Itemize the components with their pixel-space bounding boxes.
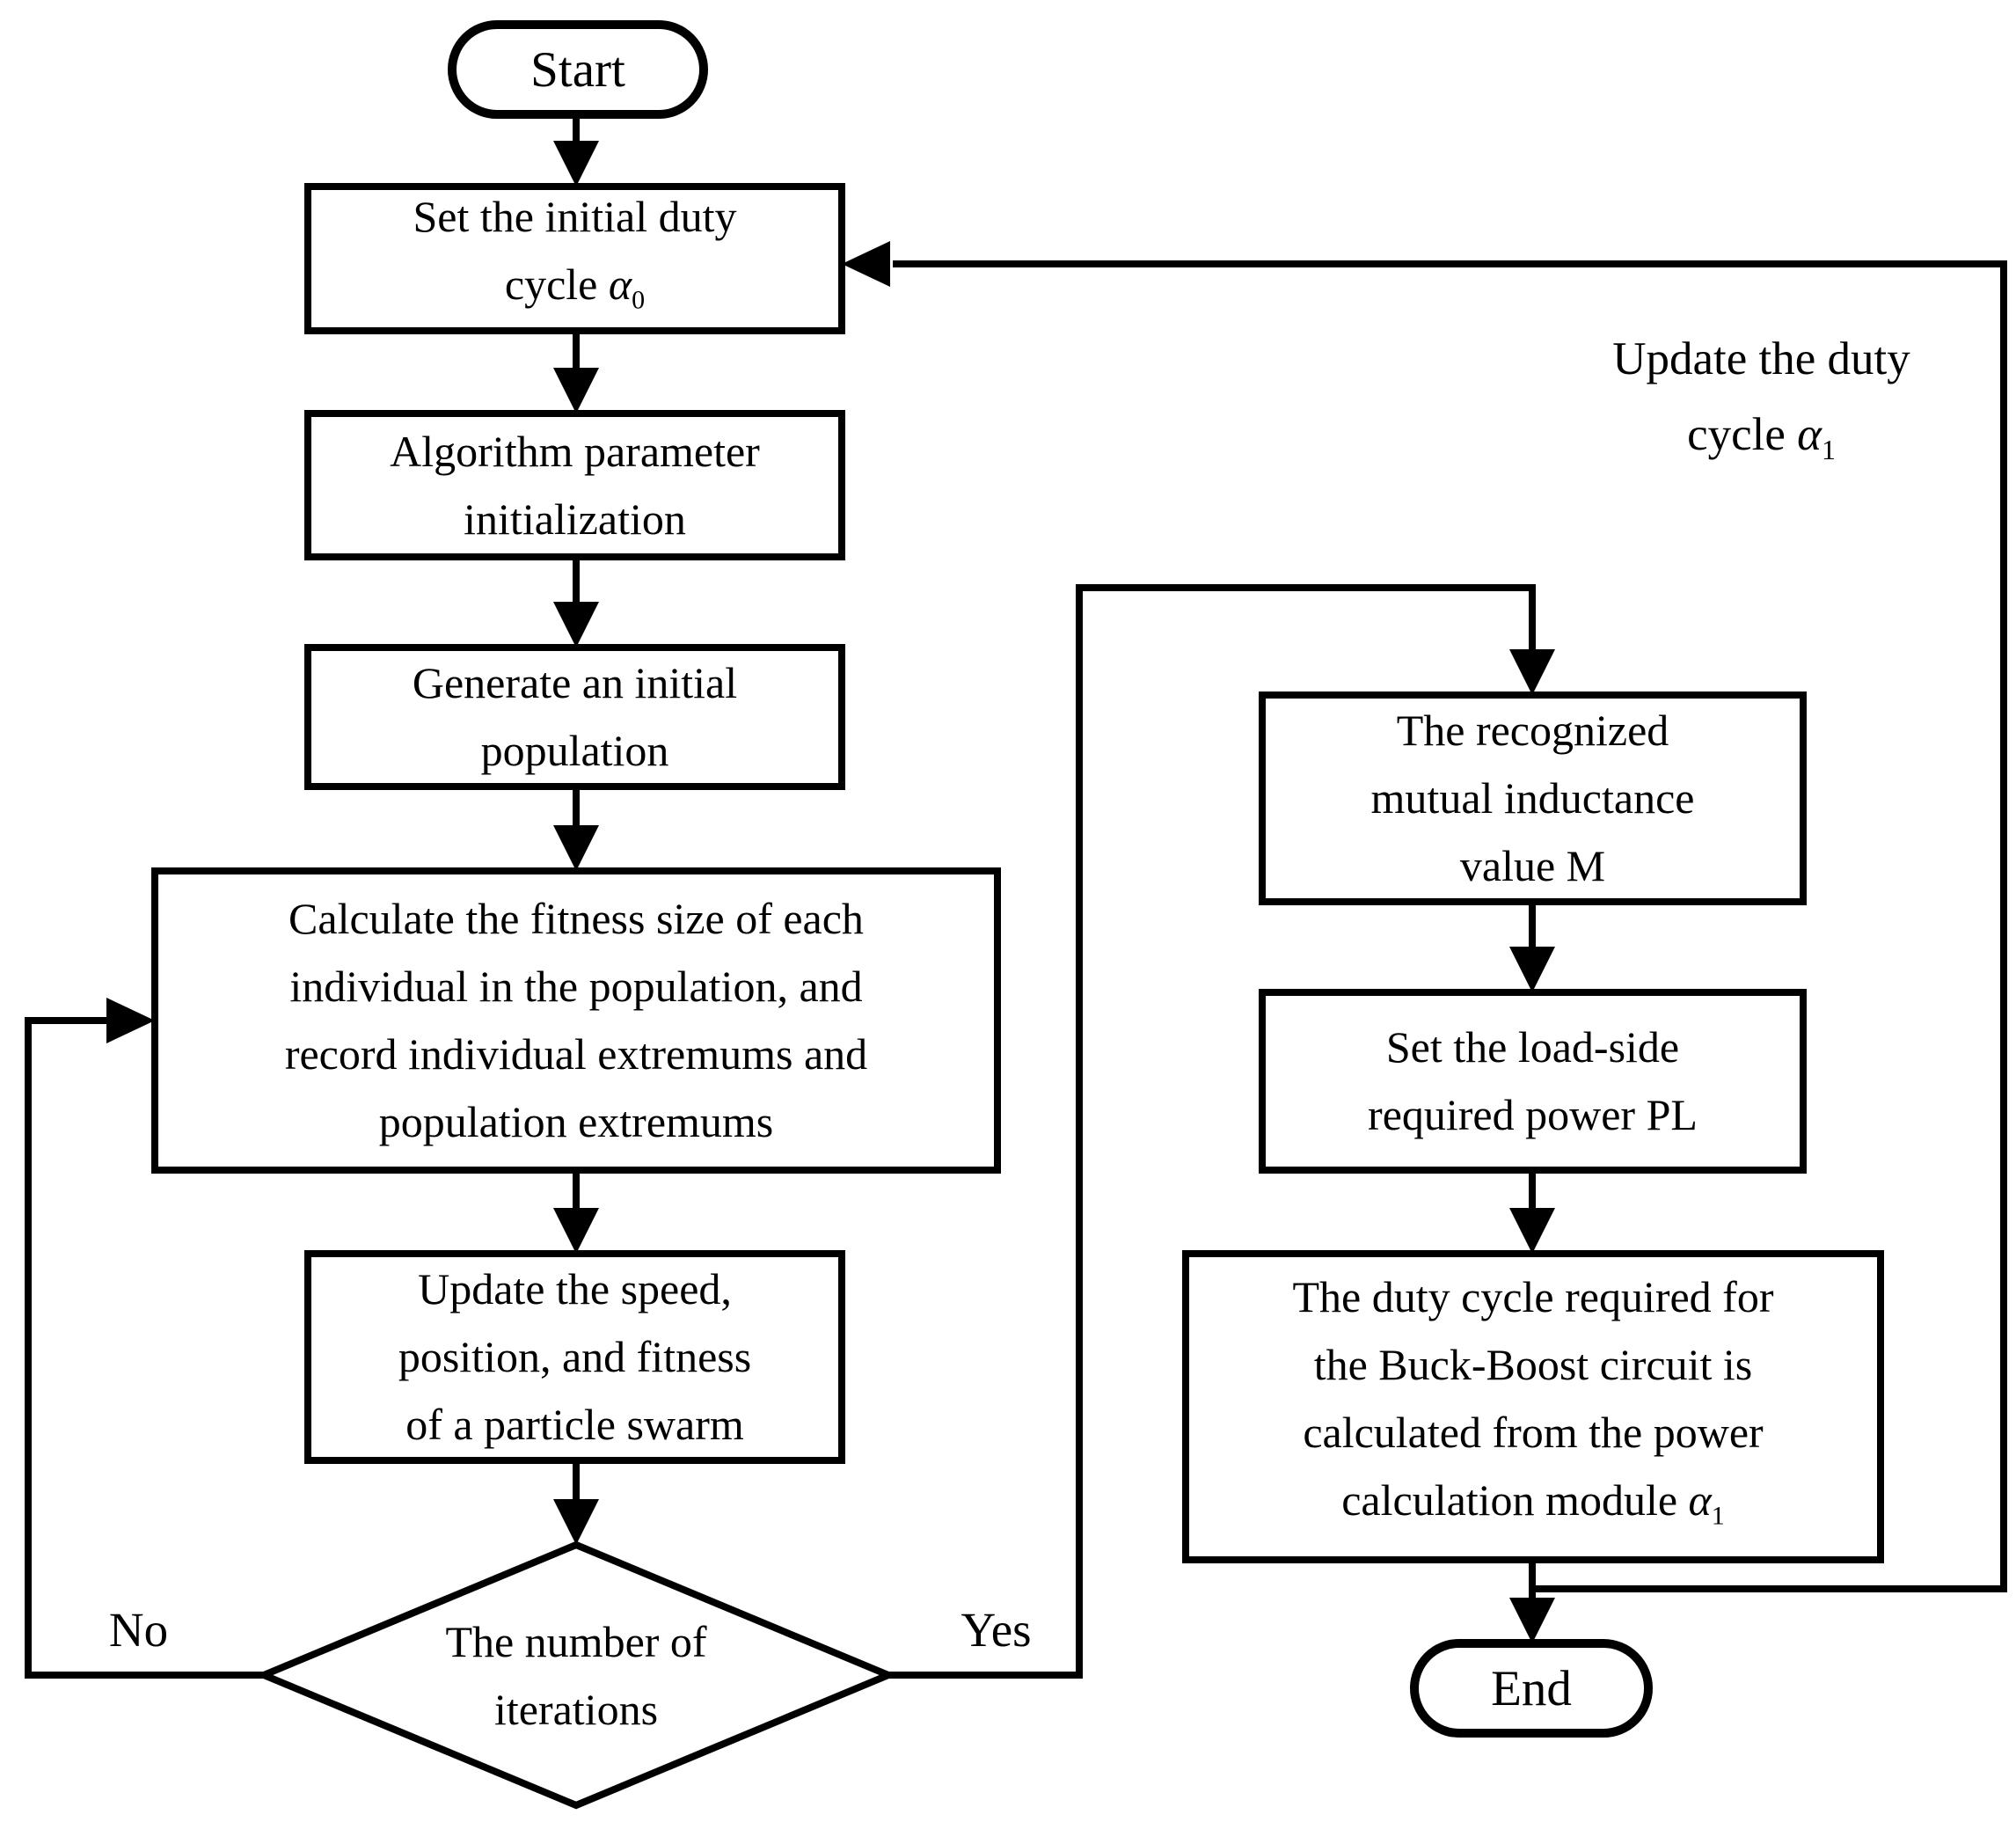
mutual-inductance-box bbox=[1259, 691, 1807, 905]
arrowhead-to-duty-box bbox=[1509, 1208, 1555, 1254]
arrowhead-to-init bbox=[553, 368, 599, 413]
arrowhead-to-set-duty bbox=[553, 141, 599, 187]
duty-cycle-calc-box bbox=[1182, 1250, 1884, 1563]
edge-feedback-loop bbox=[893, 260, 2007, 1592]
end-terminator-shape bbox=[1410, 1639, 1653, 1738]
start-label: Start bbox=[530, 41, 625, 98]
arrowhead-to-m-box bbox=[1509, 649, 1555, 695]
no-edge-label: No bbox=[108, 1602, 169, 1657]
load-power-box bbox=[1259, 989, 1807, 1174]
update-swarm-box bbox=[304, 1250, 845, 1464]
edge-yes-path bbox=[888, 584, 1536, 1679]
set-initial-duty-box bbox=[304, 183, 845, 334]
arrowhead-to-generate bbox=[553, 602, 599, 648]
arrowhead-to-decision bbox=[553, 1499, 599, 1545]
arrowhead-to-calc bbox=[553, 825, 599, 871]
generate-population-box bbox=[304, 644, 845, 790]
arrowhead-to-update bbox=[553, 1208, 599, 1254]
arrowhead-feedback bbox=[842, 241, 890, 287]
end-label: End bbox=[1491, 1660, 1572, 1716]
calculate-fitness-box bbox=[151, 867, 1001, 1174]
arrowhead-to-end bbox=[1509, 1598, 1555, 1643]
iteration-decision-diamond bbox=[254, 1540, 898, 1810]
arrowhead-no-loop bbox=[106, 998, 155, 1043]
start-terminator-shape bbox=[448, 20, 708, 119]
yes-edge-label: Yes bbox=[961, 1602, 1032, 1657]
arrowhead-to-pl-box bbox=[1509, 947, 1555, 992]
edge-no-loop bbox=[25, 1017, 264, 1679]
algorithm-init-box bbox=[304, 410, 845, 560]
